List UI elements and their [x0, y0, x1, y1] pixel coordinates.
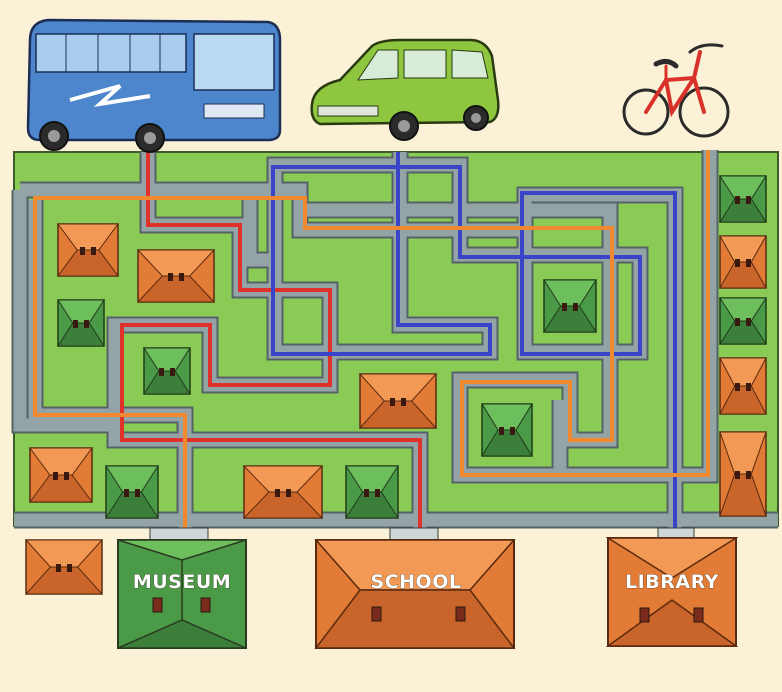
- bicycle-icon: [622, 43, 730, 138]
- library-label: LIBRARY: [625, 571, 719, 593]
- routes: [33, 150, 710, 528]
- museum-building: MUSEUM: [117, 527, 247, 649]
- school-building: SCHOOL: [314, 527, 516, 649]
- house: [481, 403, 533, 457]
- house: [29, 447, 93, 503]
- house: [719, 431, 767, 517]
- car-icon: [310, 38, 500, 141]
- house: [719, 297, 767, 345]
- school-label: SCHOOL: [371, 571, 462, 593]
- house: [105, 465, 159, 519]
- bus-route: [120, 152, 422, 528]
- car-route: [271, 152, 677, 528]
- house: [719, 357, 767, 415]
- house: [136, 249, 216, 303]
- house: [345, 465, 399, 519]
- road-segment: [243, 200, 280, 267]
- houses: [24, 175, 767, 595]
- house: [143, 347, 191, 395]
- bicycle-route: [33, 150, 710, 528]
- house: [57, 223, 119, 277]
- house: [24, 539, 104, 595]
- house: [719, 235, 767, 289]
- museum-label: MUSEUM: [133, 571, 231, 593]
- road-segment: [13, 190, 110, 432]
- house: [358, 373, 438, 429]
- bus-icon: [26, 18, 282, 153]
- house: [57, 299, 105, 347]
- house: [719, 175, 767, 223]
- library-building: LIBRARY: [605, 527, 739, 647]
- house: [242, 465, 324, 519]
- house: [543, 279, 597, 333]
